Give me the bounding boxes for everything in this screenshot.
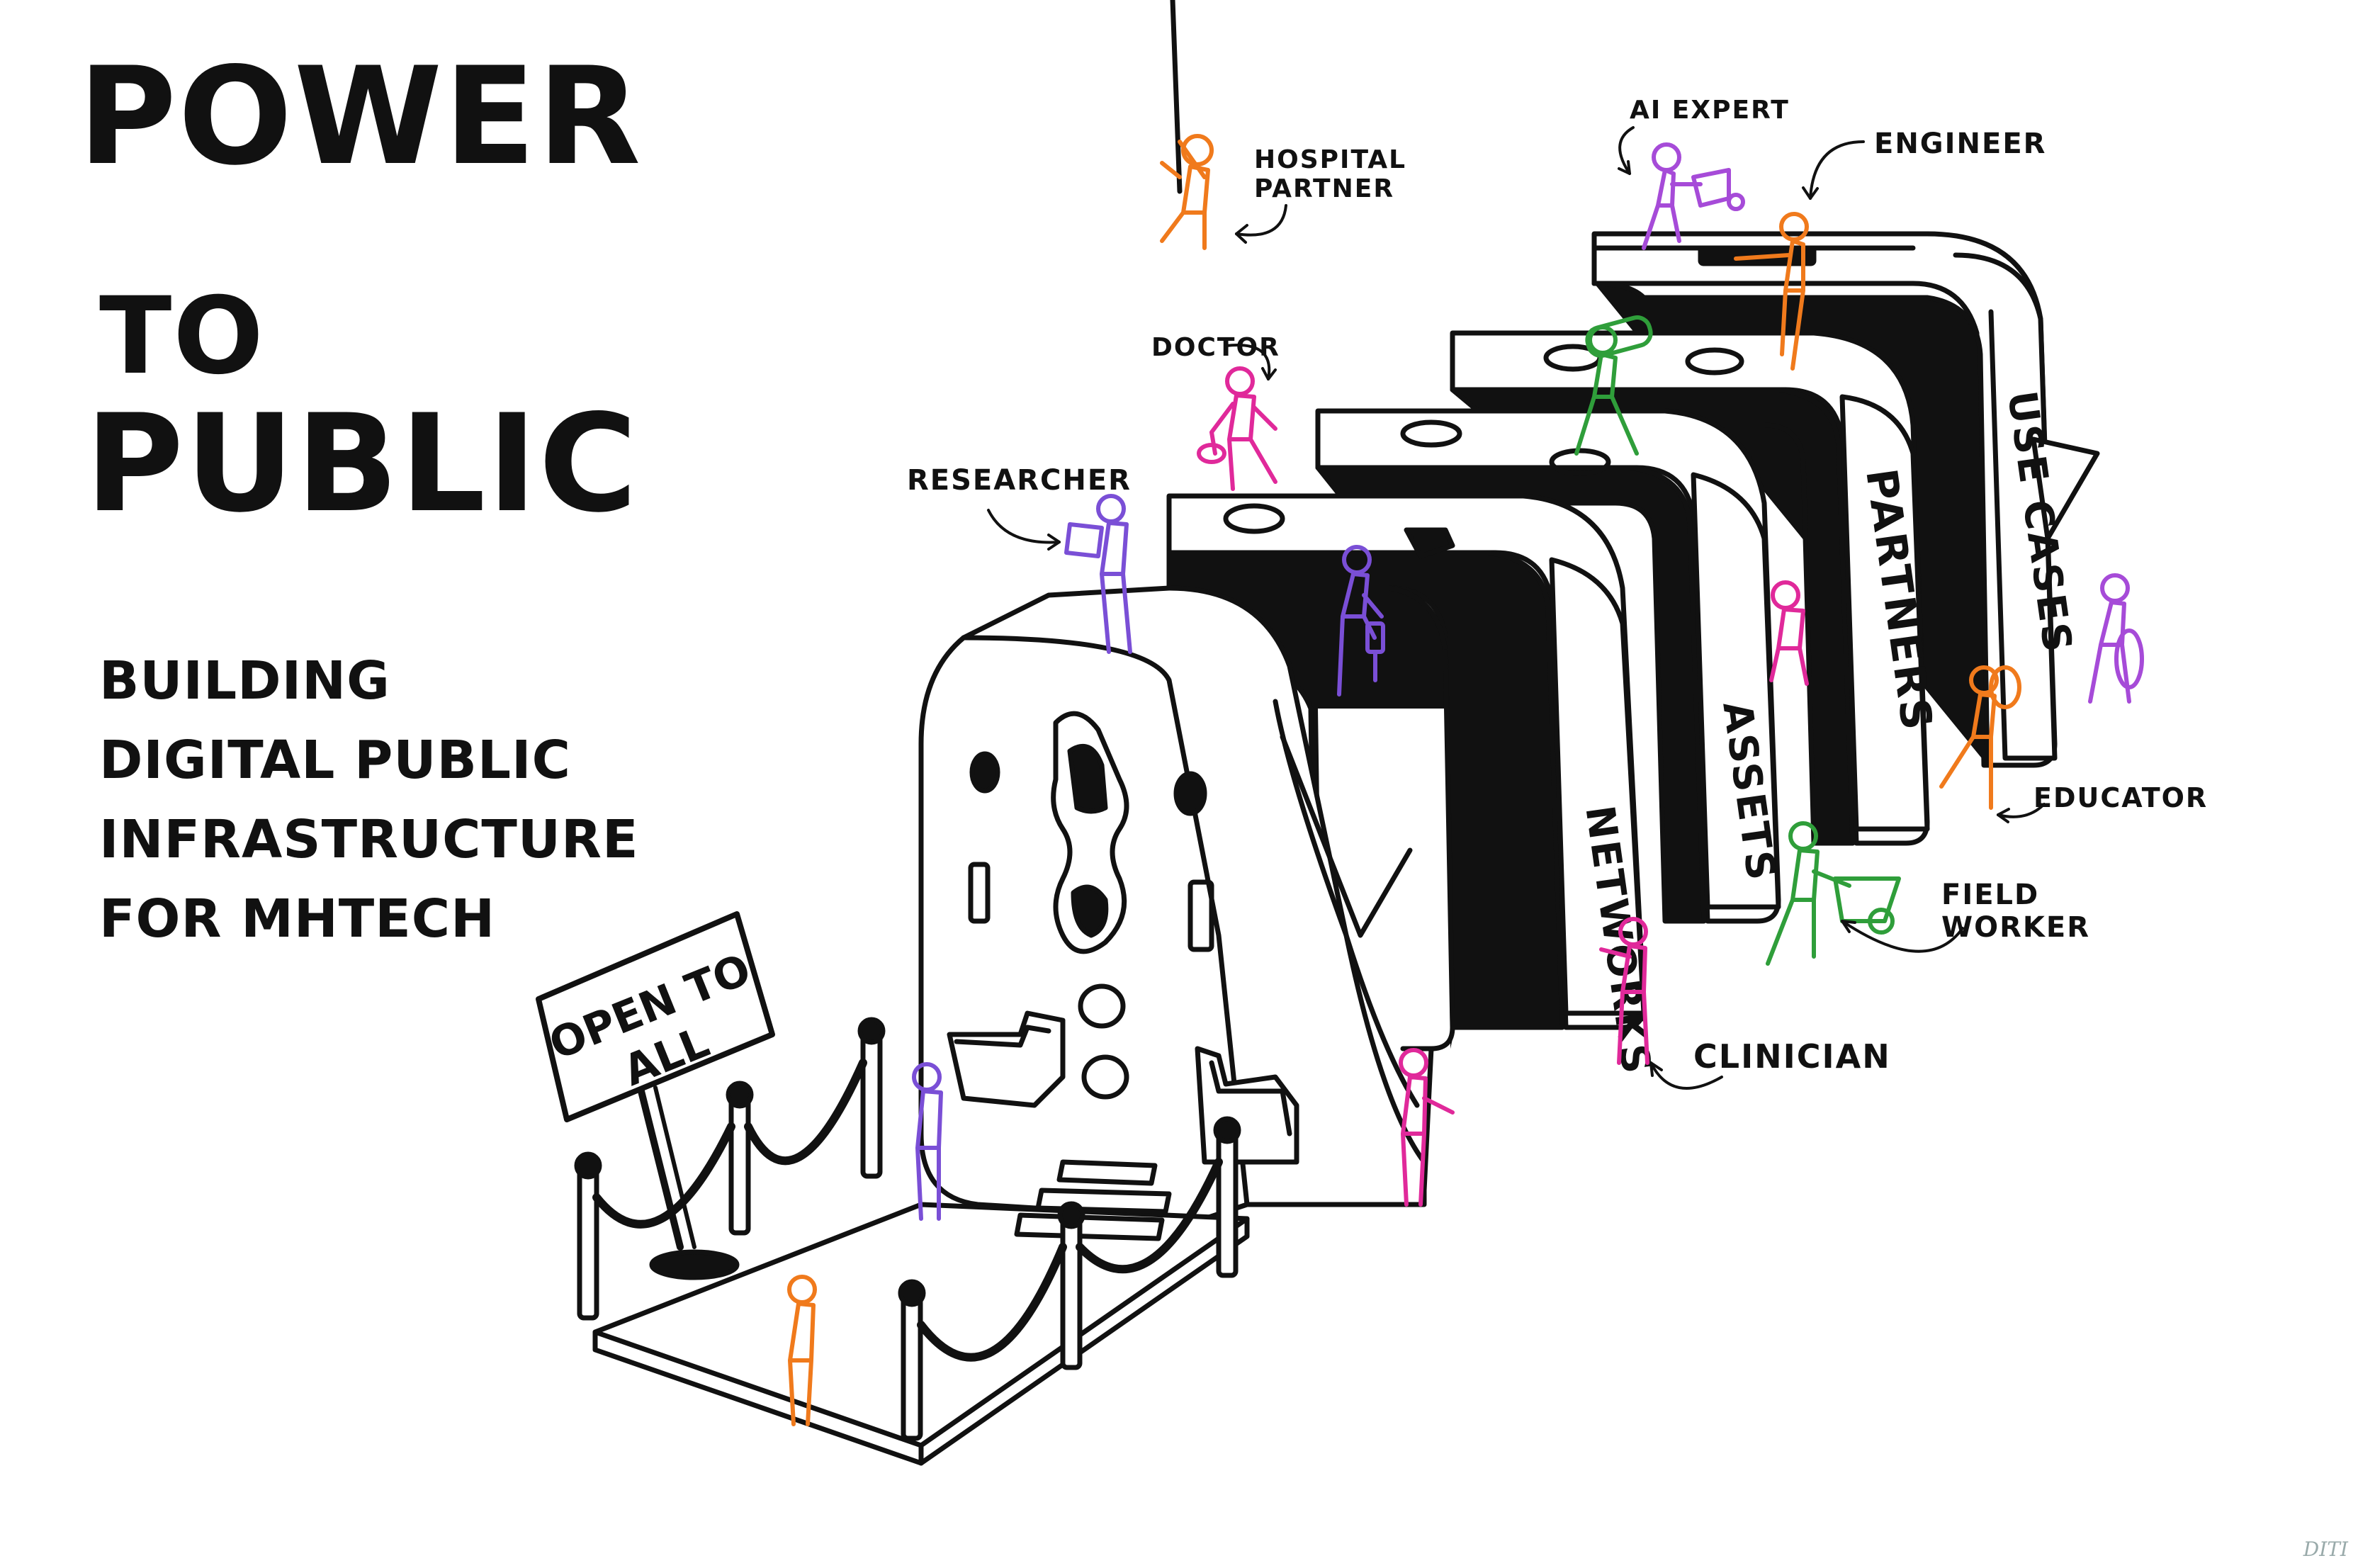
rope [1170,0,1183,194]
subtitle-block: BUILDING DIGITAL PUBLIC INFRASTRUCTURE F… [99,641,639,959]
person-clinician [1599,917,1649,1065]
artist-signature: DITI [2303,1538,2348,1561]
person-educator [1939,665,2021,810]
adapter-front [918,585,1427,1222]
person-driller [1337,545,1385,696]
person-doctor [1197,366,1277,491]
person-porter [1574,315,1653,456]
title-line-2: TO [99,275,265,398]
person-standing-pink [1399,1048,1455,1207]
person-researcher [1064,494,1132,654]
callout-arrows [987,126,2046,1090]
title-line-3: PUBLIC [85,385,639,542]
label-educator: EDUCATOR [2033,782,2208,813]
rope-barrier [574,1017,1241,1441]
label-researcher: RESEARCHER [907,464,1132,497]
label-hospital-partner: HOSPITAL PARTNER [1254,145,1407,204]
person-ai-expert [1642,142,1745,250]
label-ai-expert: AI EXPERT [1630,96,1790,125]
label-doctor: DOCTOR [1151,333,1280,362]
subtitle-line-2: DIGITAL PUBLIC [99,730,571,791]
open-to-all-sign [536,911,775,1280]
person-field-worker [1766,821,1901,966]
person-surveyor [2088,573,2144,704]
person-hospital-partner [1160,134,1214,250]
subtitle-line-4: FOR MHTECH [99,889,496,949]
person-visitor-purple [912,1062,943,1221]
label-clinician: CLINICIAN [1693,1037,1891,1076]
label-field-worker: FIELD WORKER [1941,879,2091,944]
title-line-1: POWER [78,38,643,195]
layer-partners [1450,330,1930,846]
person-visitor-orange [787,1275,817,1426]
subtitle-line-1: BUILDING [99,650,390,711]
layer-assets [1315,408,1781,924]
subtitle-line-3: INFRASTRUCTURE [99,809,639,870]
person-engineer [1734,212,1809,371]
person-sitting [1769,580,1809,686]
label-engineer: ENGINEER [1874,128,2047,160]
